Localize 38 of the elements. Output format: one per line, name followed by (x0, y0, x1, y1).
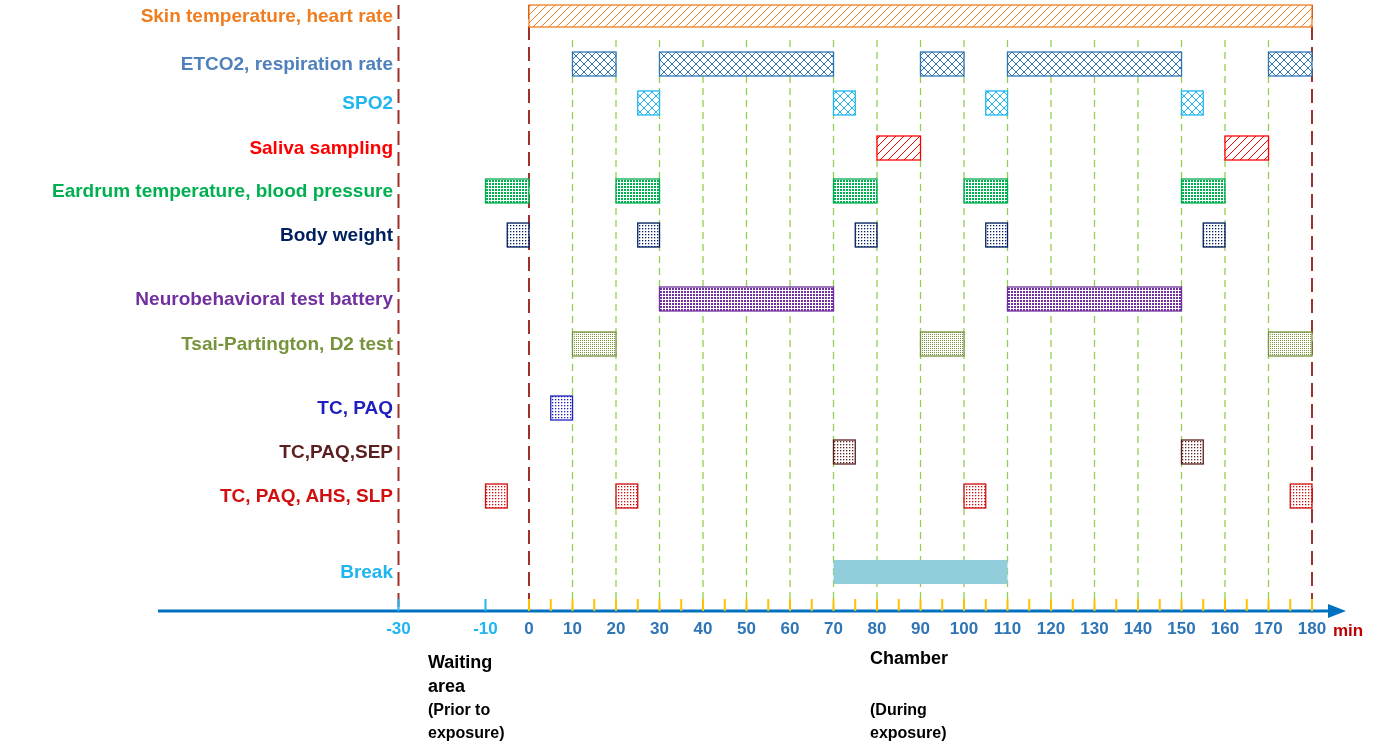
row-label: Eardrum temperature, blood pressure (51, 180, 393, 202)
phase-note: (Prior to exposure) (428, 700, 506, 743)
tick-label: 170 (1253, 619, 1284, 639)
tick-label: 90 (910, 619, 931, 639)
row-label: Break (340, 561, 393, 583)
tick-label: 70 (823, 619, 844, 639)
tick-label: 30 (649, 619, 670, 639)
tick-label: 60 (779, 619, 801, 639)
tick-label: 120 (1035, 619, 1067, 639)
phase-note: (During exposure) (870, 700, 948, 743)
row-label: Saliva sampling (249, 137, 393, 159)
tick-label: 40 (692, 619, 714, 639)
row-label: Skin temperature, heart rate (140, 5, 393, 27)
row-label: Neurobehavioral test battery (135, 288, 393, 310)
tick-label: 160 (1209, 619, 1241, 639)
row-label: TC, PAQ (317, 397, 393, 419)
row-label: TC, PAQ, AHS, SLP (219, 485, 393, 507)
row-label: Tsai-Partington, D2 test (181, 333, 393, 355)
row-label: ETCO2, respiration rate (180, 53, 393, 75)
tick-label: 80 (866, 619, 888, 639)
row-label: TC,PAQ,SEP (279, 441, 393, 463)
axis-unit: min (1333, 621, 1364, 641)
tick-label: -10 (472, 619, 499, 639)
tick-label: -30 (385, 619, 412, 639)
tick-label: 10 (562, 619, 583, 639)
tick-label: 110 (992, 619, 1023, 639)
phase-label: Waiting area (428, 651, 494, 698)
tick-label: 20 (605, 619, 627, 639)
tick-label: 180 (1296, 619, 1328, 639)
tick-label: 130 (1079, 619, 1110, 639)
row-label: Body weight (280, 224, 393, 246)
tick-label: 0 (523, 619, 535, 639)
tick-label: 100 (948, 619, 980, 639)
tick-label: 150 (1166, 619, 1197, 639)
phase-label: Chamber (870, 648, 949, 669)
tick-label: 50 (736, 619, 757, 639)
row-label: SPO2 (342, 92, 393, 114)
tick-label: 140 (1122, 619, 1154, 639)
